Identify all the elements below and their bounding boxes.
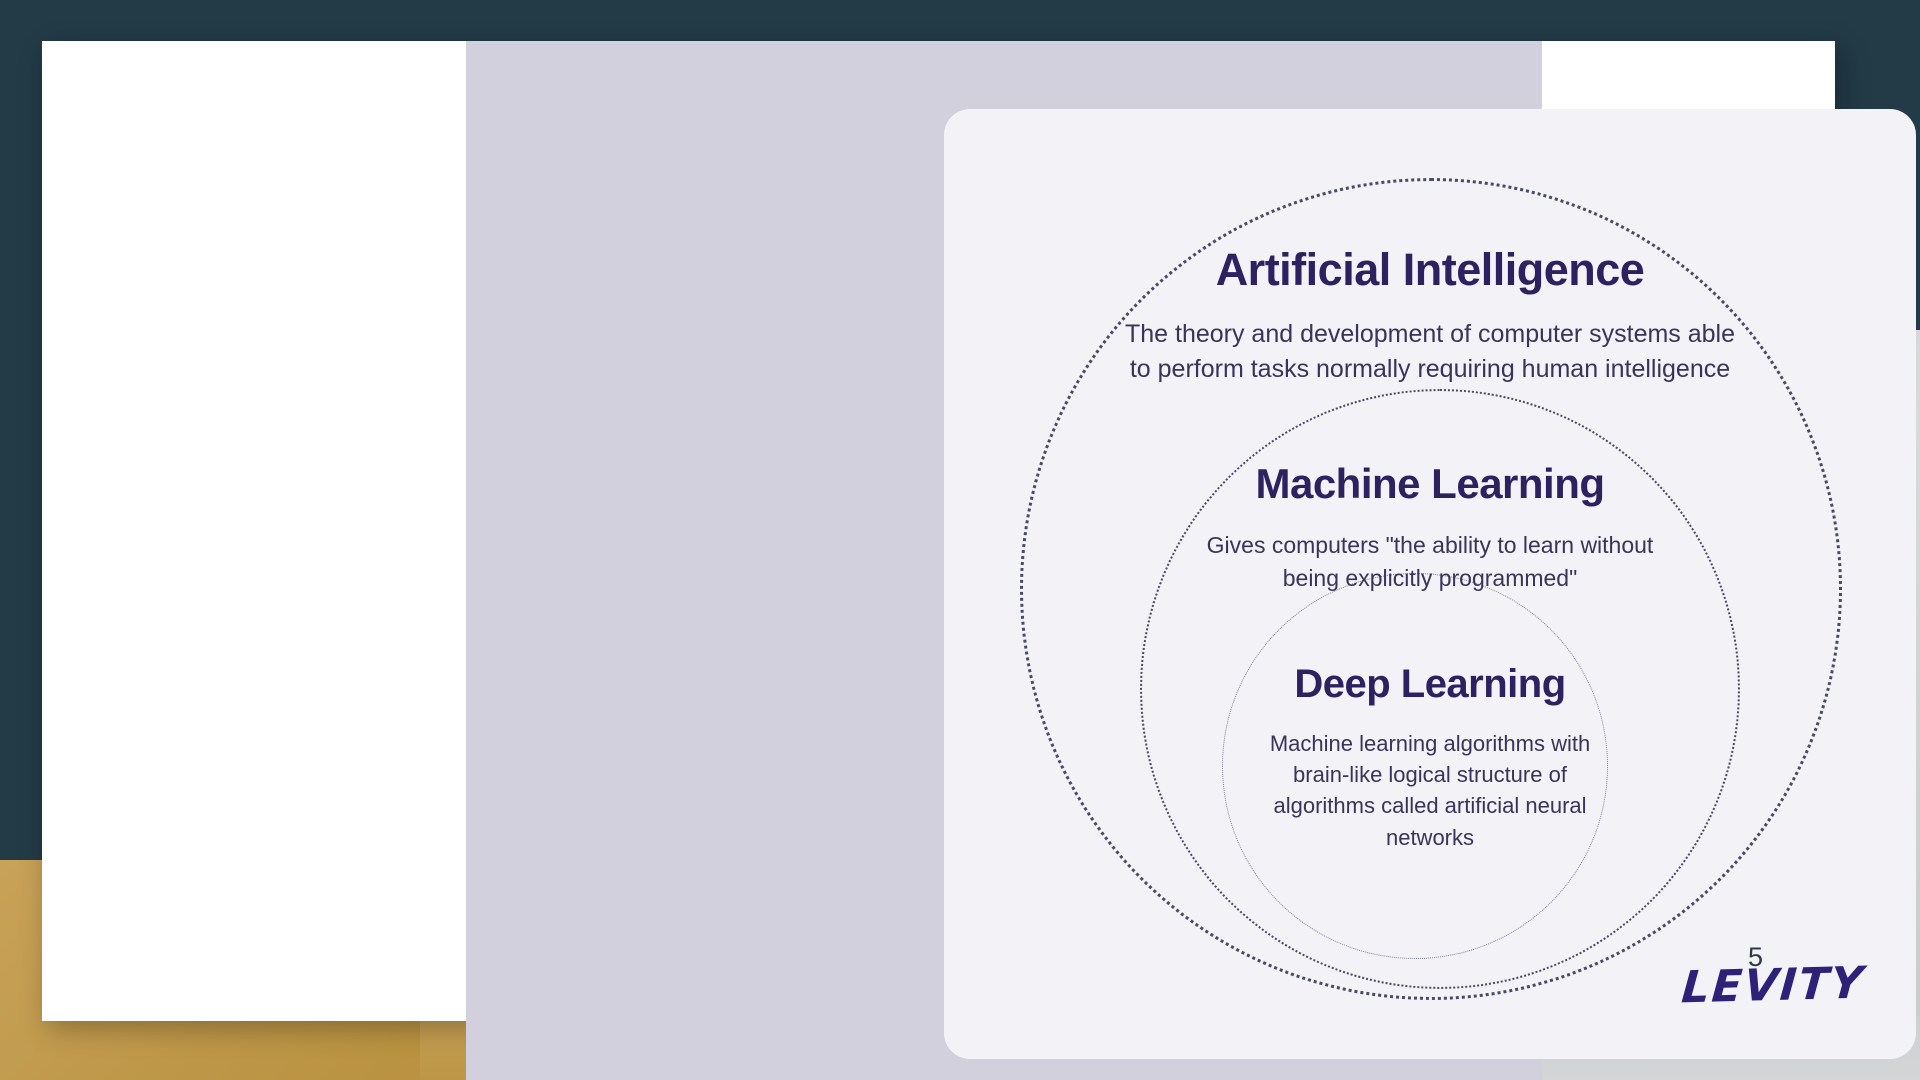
ai-title: Artificial Intelligence [1215, 244, 1645, 295]
circle-deep-learning [1222, 573, 1608, 959]
layer-machine-learning: Machine Learning Gives computers "the ab… [944, 460, 1916, 595]
layer-artificial-intelligence: Artificial Intelligence The theory and d… [944, 245, 1916, 388]
slide-panel: Artificial Intelligence The theory and d… [466, 41, 1916, 1080]
dl-description: Machine learning algorithms with brain-l… [1269, 731, 1591, 850]
layer-deep-learning: Deep Learning Machine learning algorithm… [944, 662, 1916, 853]
circle-artificial-intelligence [1020, 178, 1842, 1000]
page-number: 5 [1747, 942, 1763, 972]
levity-logo: LEVITY [1679, 957, 1867, 1014]
dl-title: Deep Learning [1294, 662, 1566, 706]
ml-title: Machine Learning [1255, 460, 1605, 507]
ai-description: The theory and development of computer s… [1124, 319, 1736, 384]
ml-description: Gives computers "the ability to learn wi… [1206, 532, 1654, 591]
diagram-card: Artificial Intelligence The theory and d… [944, 109, 1916, 1059]
document-sheet: Artificial Intelligence The theory and d… [42, 41, 1916, 1080]
circle-machine-learning [1140, 389, 1740, 989]
